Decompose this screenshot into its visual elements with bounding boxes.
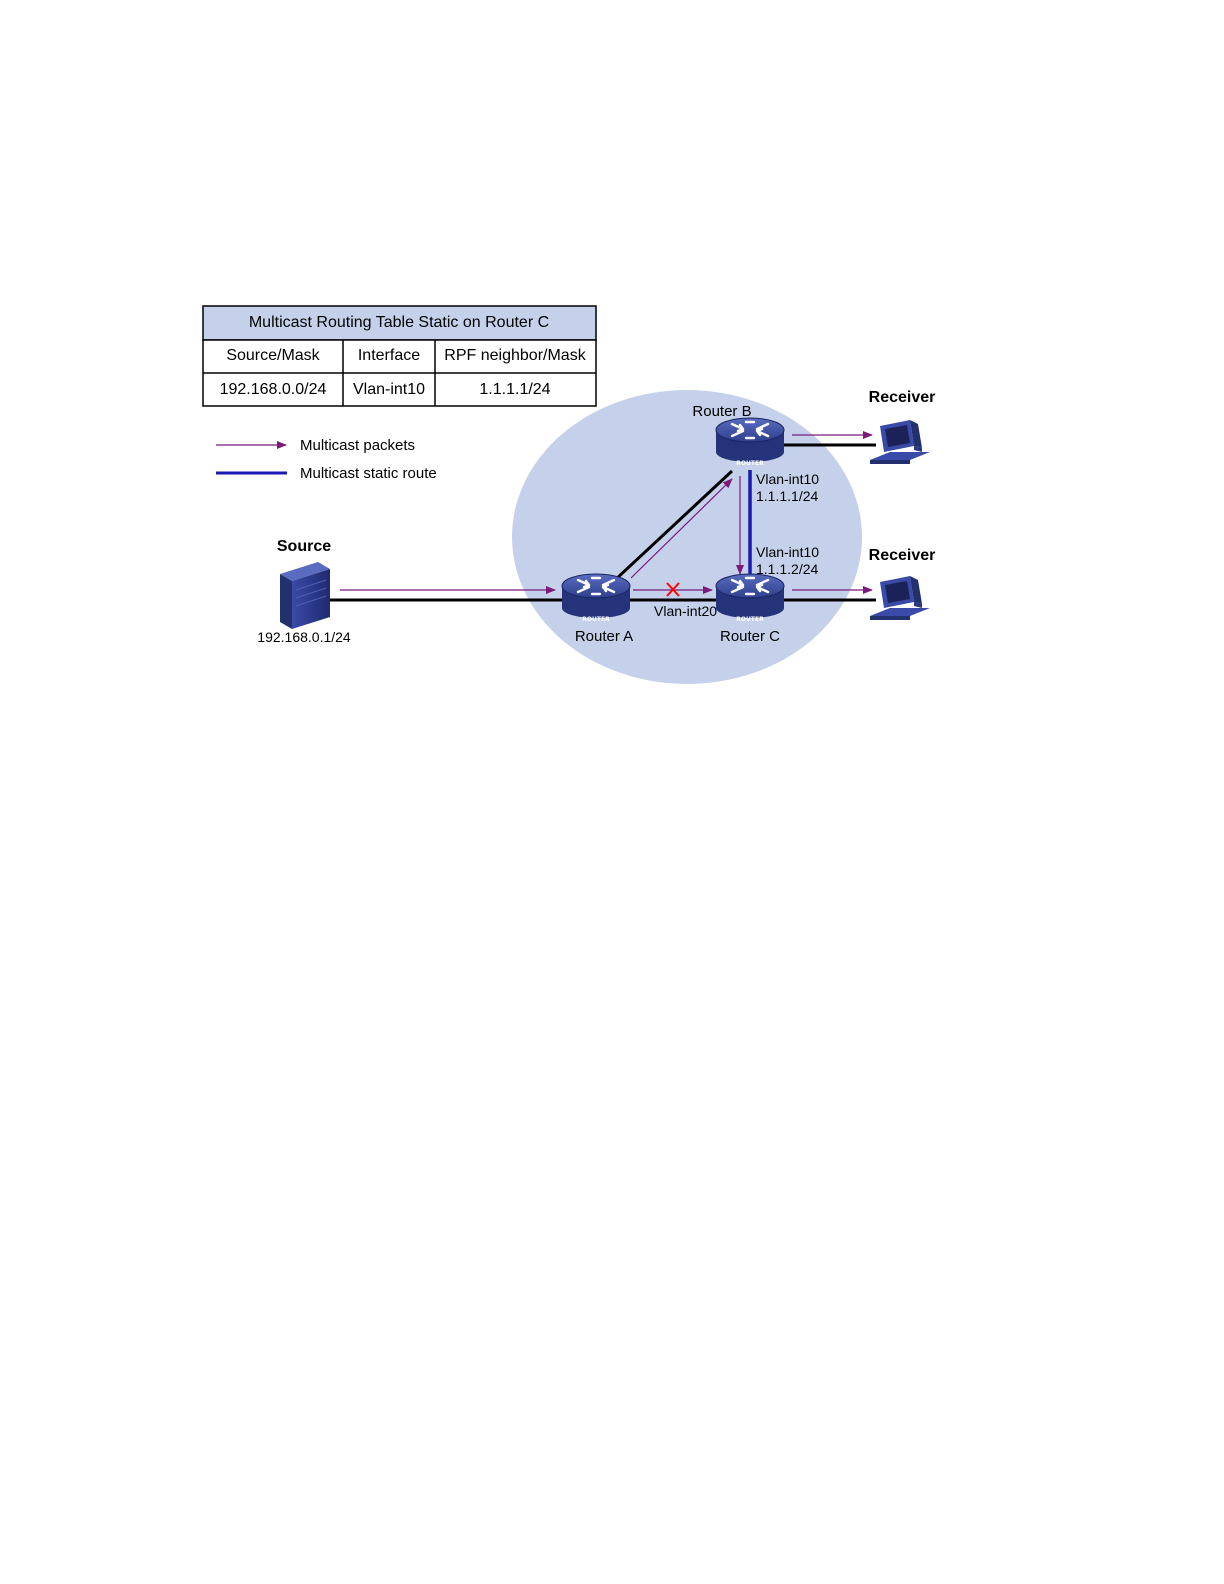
source-address: 192.168.0.1/24 xyxy=(257,629,351,645)
router-icon xyxy=(714,416,786,464)
router-a: ROUTER xyxy=(560,572,632,623)
router-c: ROUTER xyxy=(714,572,786,623)
router-icon xyxy=(560,572,632,620)
router-a-c-interface-name: Vlan-int20 xyxy=(654,603,717,619)
router-b-label: Router B xyxy=(692,403,751,420)
table-cell-source-mask: 192.168.0.0/24 xyxy=(220,381,327,398)
multicast-packet-flows xyxy=(340,431,873,594)
table-header-interface: Interface xyxy=(358,347,420,364)
links xyxy=(330,443,876,602)
router-a-badge: ROUTER xyxy=(582,616,610,623)
table-cell-rpf-neighbor: 1.1.1.1/24 xyxy=(479,381,550,398)
server-icon xyxy=(280,562,330,629)
router-c-interface-ip: 1.1.1.2/24 xyxy=(756,561,818,577)
router-b-interface-name: Vlan-int10 xyxy=(756,471,819,487)
multicast-domain-region xyxy=(512,390,862,684)
router-a-label: Router A xyxy=(575,628,633,645)
source-label: Source xyxy=(277,538,331,555)
receiver-top-label: Receiver xyxy=(869,389,936,406)
pc-icon xyxy=(870,576,930,620)
router-c-badge: ROUTER xyxy=(736,616,764,623)
router-c-label: Router C xyxy=(720,628,780,645)
source-server: Source 192.168.0.1/24 xyxy=(257,538,351,645)
rpf-fail-cross-icon xyxy=(666,582,680,597)
router-b: ROUTER xyxy=(714,416,786,467)
table-cell-interface: Vlan-int10 xyxy=(353,381,425,398)
receiver-bottom-label: Receiver xyxy=(869,547,936,564)
router-c-interface-name: Vlan-int10 xyxy=(756,544,819,560)
packet-arrow-a-to-b xyxy=(630,478,733,579)
receiver-bottom: Receiver xyxy=(869,547,936,620)
legend: Multicast packets Multicast static route xyxy=(216,437,437,482)
router-b-badge: ROUTER xyxy=(736,460,764,467)
router-icon xyxy=(714,572,786,620)
table-header-rpf-neighbor: RPF neighbor/Mask xyxy=(444,347,586,364)
table-title: Multicast Routing Table Static on Router… xyxy=(249,314,549,331)
routing-table: Multicast Routing Table Static on Router… xyxy=(202,305,597,407)
legend-static-route-label: Multicast static route xyxy=(300,465,437,482)
pc-icon xyxy=(870,420,930,464)
legend-packets-label: Multicast packets xyxy=(300,437,415,454)
table-header-source-mask: Source/Mask xyxy=(226,347,320,364)
receiver-top: Receiver xyxy=(869,389,936,464)
link-router-a-router-b xyxy=(613,469,734,582)
router-b-interface-ip: 1.1.1.1/24 xyxy=(756,488,818,504)
